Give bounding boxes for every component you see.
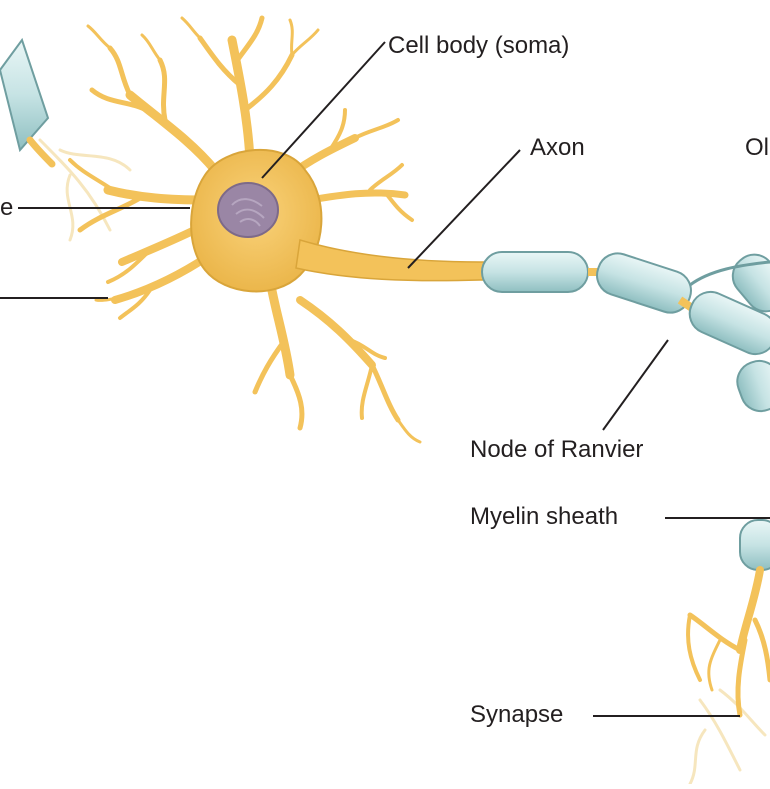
label-node-of-ranvier: Node of Ranvier bbox=[470, 436, 644, 463]
label-myelin-sheath: Myelin sheath bbox=[470, 503, 619, 530]
myelin-segments bbox=[481, 251, 770, 571]
label-dendrite: e bbox=[0, 194, 14, 221]
axon bbox=[295, 239, 491, 282]
background-neurites bbox=[38, 138, 767, 786]
label-axon: Axon bbox=[530, 134, 585, 161]
neighbor-myelin-segment bbox=[0, 37, 56, 168]
oligodendrocyte-process bbox=[689, 260, 770, 287]
nucleus bbox=[217, 182, 279, 238]
leader-lines bbox=[0, 41, 770, 717]
axon-terminals bbox=[686, 566, 770, 718]
label-synapse: Synapse bbox=[470, 701, 564, 728]
label-cell-body: Cell body (soma) bbox=[388, 32, 570, 59]
label-oligodendrocyte: Ol bbox=[745, 134, 769, 161]
